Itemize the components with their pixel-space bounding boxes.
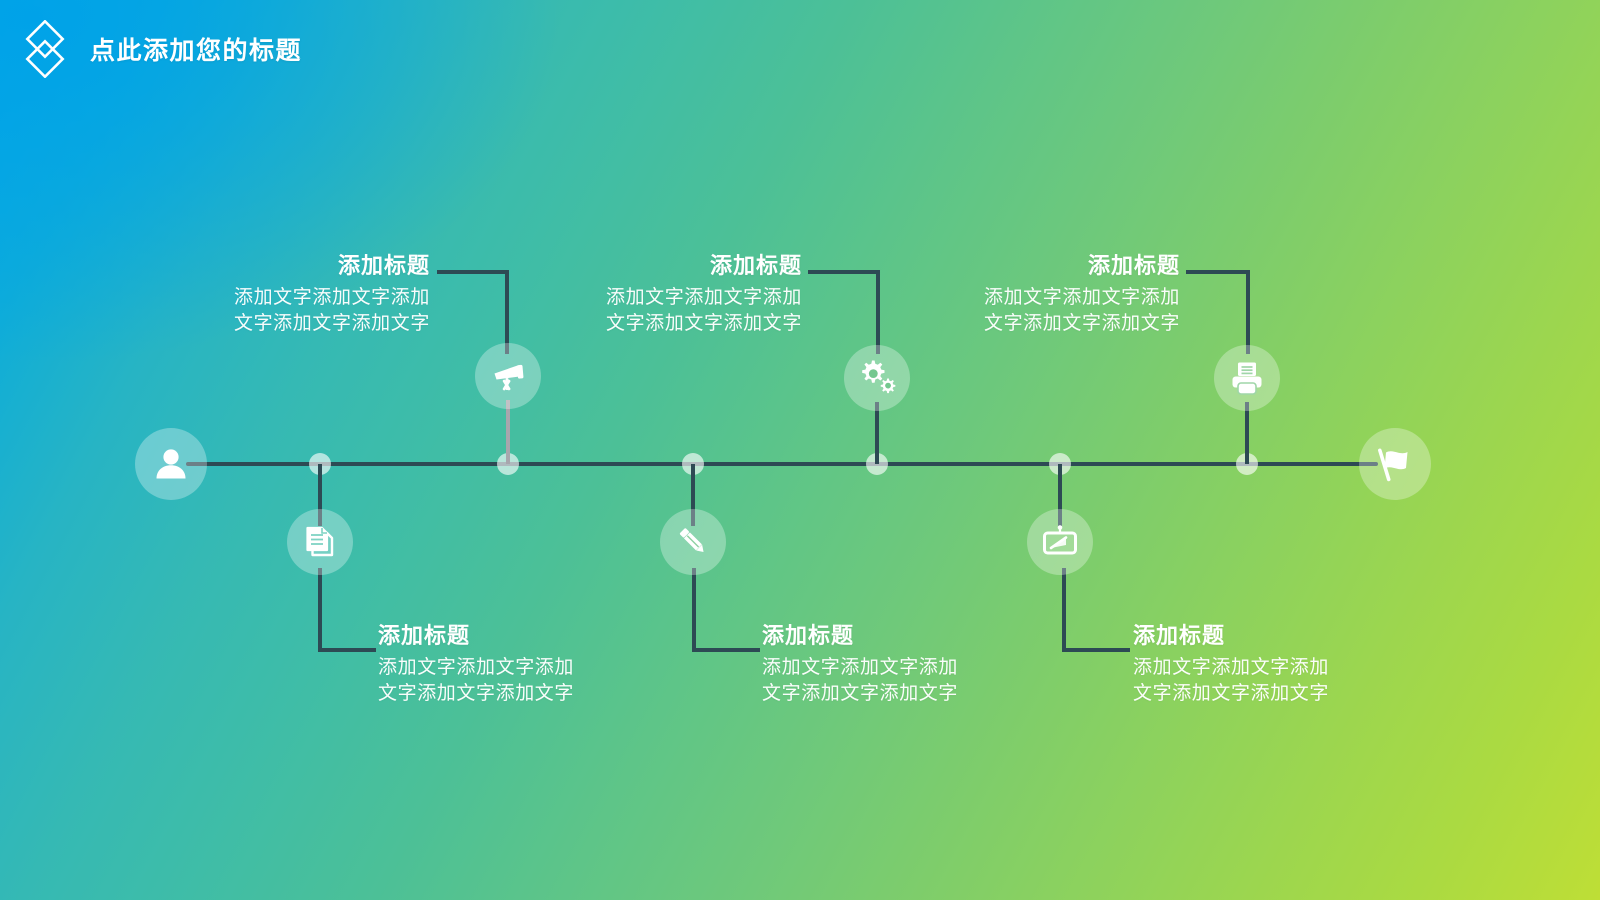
text-block-item-4: 添加标题 添加文字添加文字添加 文字添加文字添加文字: [762, 622, 1062, 708]
item-title: 添加标题: [337, 253, 430, 278]
item-line-2: 文字添加文字添加文字: [233, 313, 430, 335]
text-block-item-1: 添加标题 添加文字添加文字添加 文字添加文字添加文字: [150, 252, 430, 338]
page-title: 点此添加您的标题: [90, 37, 303, 65]
gear-icon: [856, 357, 898, 399]
milestone-item-3[interactable]: [844, 345, 910, 411]
item-title: 添加标题: [1087, 253, 1180, 278]
timeline-node-dot[interactable]: [1236, 453, 1258, 475]
printer-icon: [1227, 358, 1267, 398]
text-block-item-2: 添加标题 添加文字添加文字添加 文字添加文字添加文字: [378, 622, 678, 708]
item-line-1: 添加文字添加文字添加: [605, 286, 802, 308]
item-line-2: 文字添加文字添加文字: [983, 313, 1180, 335]
double-diamond-icon: [22, 19, 68, 79]
stem-item-2: [318, 464, 322, 526]
item-line-1: 添加文字添加文字添加: [762, 656, 959, 678]
timeline-start-node[interactable]: [135, 428, 207, 500]
timeline-axis: [186, 462, 1378, 466]
document-icon: [300, 522, 340, 562]
presentation-board-icon: [1039, 521, 1081, 563]
item-line-1: 添加文字添加文字添加: [378, 656, 575, 678]
flag-icon: [1374, 443, 1416, 485]
text-block-item-3: 添加标题 添加文字添加文字添加 文字添加文字添加文字: [522, 252, 802, 338]
item-title: 添加标题: [1133, 623, 1226, 648]
stem-item-5: [1245, 402, 1249, 464]
milestone-item-4[interactable]: [660, 509, 726, 575]
stem-item-1: [506, 400, 510, 464]
item-title: 添加标题: [762, 623, 855, 648]
text-block-item-5: 添加标题 添加文字添加文字添加 文字添加文字添加文字: [900, 252, 1180, 338]
item-line-1: 添加文字添加文字添加: [1133, 656, 1330, 678]
stem-item-4: [691, 464, 695, 526]
item-line-1: 添加文字添加文字添加: [983, 286, 1180, 308]
item-line-2: 文字添加文字添加文字: [605, 313, 802, 335]
timeline-end-node[interactable]: [1359, 428, 1431, 500]
item-line-1: 添加文字添加文字添加: [233, 286, 430, 308]
item-title: 添加标题: [709, 253, 802, 278]
item-title: 添加标题: [378, 623, 471, 648]
item-line-2: 文字添加文字添加文字: [762, 683, 959, 705]
milestone-item-1[interactable]: [475, 343, 541, 409]
item-line-2: 文字添加文字添加文字: [378, 683, 575, 705]
pencil-icon: [673, 522, 713, 562]
telescope-icon: [488, 356, 528, 396]
milestone-item-6[interactable]: [1027, 509, 1093, 575]
user-icon: [151, 444, 191, 484]
timeline-node-dot[interactable]: [866, 453, 888, 475]
slide-header: 点此添加您的标题: [22, 19, 303, 79]
timeline-node-dot[interactable]: [497, 453, 519, 475]
milestone-item-5[interactable]: [1214, 345, 1280, 411]
stem-item-3: [875, 402, 879, 464]
milestone-item-2[interactable]: [287, 509, 353, 575]
stem-item-6: [1058, 464, 1062, 526]
item-line-2: 文字添加文字添加文字: [1133, 683, 1330, 705]
text-block-item-6: 添加标题 添加文字添加文字添加 文字添加文字添加文字: [1133, 622, 1433, 708]
